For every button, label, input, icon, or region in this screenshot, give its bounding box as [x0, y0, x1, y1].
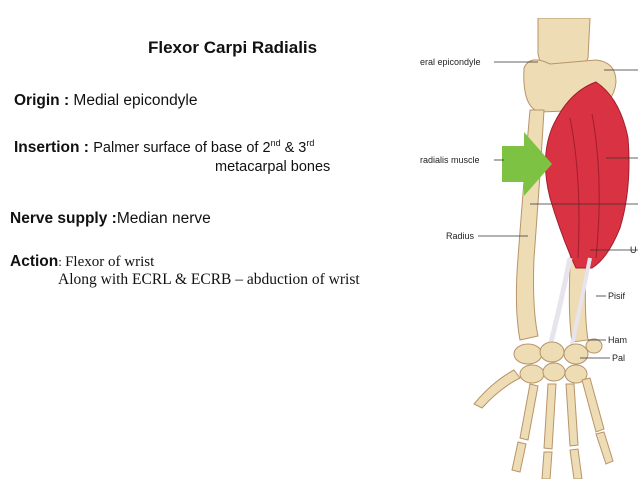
action-extra: Along with ECRL & ECRB – abduction of wr… — [58, 271, 360, 288]
nerve-label: Nerve supply : — [10, 210, 117, 227]
insertion-label: Insertion : — [14, 139, 94, 156]
flexor-tendon — [545, 257, 573, 355]
forearm-anatomy-illustration: eral epicondyle radialis muscle Radius U… — [420, 18, 638, 479]
insertion-row: Insertion : Palmer surface of base of 2n… — [14, 138, 314, 157]
label-palmar: Pal — [612, 353, 625, 363]
label-ulna: U — [630, 245, 637, 255]
origin-value: Medial epicondyle — [73, 92, 198, 109]
slide-title: Flexor Carpi Radialis — [148, 38, 318, 57]
action-separator: : — [58, 254, 66, 269]
insertion-text-a: Palmer surface of base of 2 — [93, 140, 271, 156]
nerve-row: Nerve supply :Median nerve — [10, 210, 211, 228]
hand-bones — [473, 369, 614, 479]
action-value: Flexor of wrist — [65, 254, 155, 270]
label-radius: Radius — [446, 231, 475, 241]
label-hamate: Ham — [608, 335, 627, 345]
origin-label: Origin : — [14, 92, 74, 109]
label-epicondyle: eral epicondyle — [420, 57, 481, 67]
label-pisiform: Pisif — [608, 291, 626, 301]
origin-row: Origin : Medial epicondyle — [14, 92, 198, 110]
insertion-sup-b: rd — [306, 138, 315, 148]
insertion-value-line2: metacarpal bones — [215, 159, 331, 175]
action-row: Action: Flexor of wrist — [10, 253, 154, 271]
insertion-sup-a: nd — [270, 138, 281, 148]
action-label: Action — [10, 253, 59, 270]
label-radialis-muscle: radialis muscle — [420, 155, 480, 165]
insertion-text-b: & 3 — [280, 140, 307, 156]
nerve-value: Median nerve — [116, 210, 211, 227]
insertion-value: Palmer surface of base of 2nd & 3rd — [93, 138, 315, 156]
arrow-icon — [502, 132, 552, 196]
flexor-carpi-radialis-muscle — [544, 81, 630, 269]
carpal-bones — [513, 338, 603, 384]
